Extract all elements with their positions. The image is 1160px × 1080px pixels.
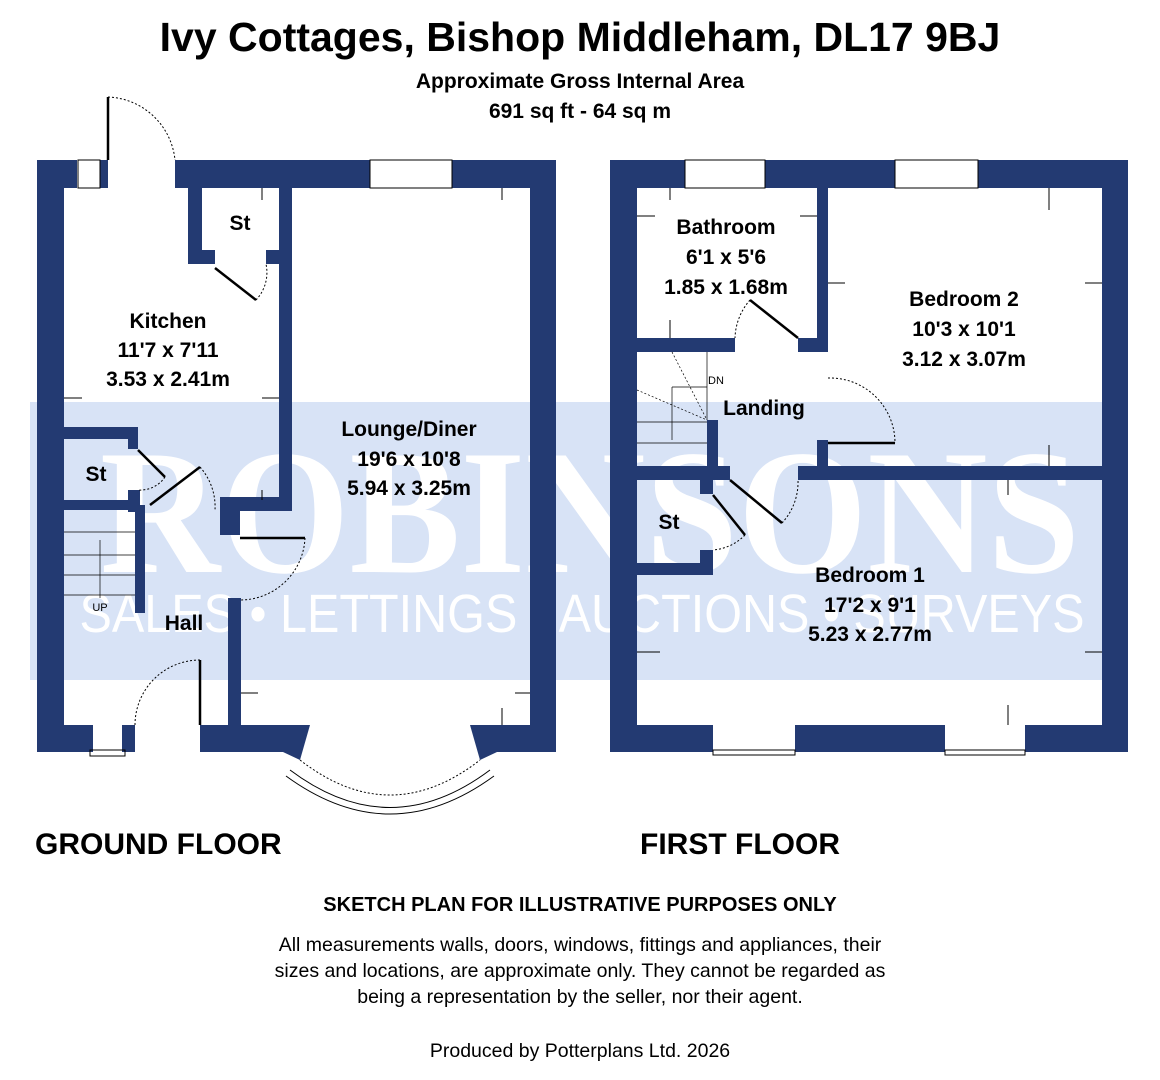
svg-text:Bedroom 2: Bedroom 2 xyxy=(909,288,1019,311)
svg-text:1.85 x 1.68m: 1.85 x 1.68m xyxy=(664,276,788,299)
room-hall: Hall xyxy=(165,612,204,635)
room-store: St xyxy=(86,463,107,486)
watermark-tagline: SALES • LETTINGS • AUCTIONS • SURVEYS xyxy=(80,584,1085,644)
stairs-up-label: UP xyxy=(92,602,107,614)
room-bedroom-2: Bedroom 2 10'3 x 10'1 3.12 x 3.07m xyxy=(902,288,1026,371)
area-label: Approximate Gross Internal Area xyxy=(415,70,745,93)
svg-text:10'3 x 10'1: 10'3 x 10'1 xyxy=(912,318,1016,341)
first-floor-walls xyxy=(610,160,1128,752)
svg-text:5.23 x 2.77m: 5.23 x 2.77m xyxy=(808,623,932,646)
disclaimer-line: sizes and locations, are approximate onl… xyxy=(274,960,886,982)
disclaimer-heading: SKETCH PLAN FOR ILLUSTRATIVE PURPOSES ON… xyxy=(323,894,837,916)
svg-text:3.12 x 3.07m: 3.12 x 3.07m xyxy=(902,348,1026,371)
property-title: Ivy Cottages, Bishop Middleham, DL17 9BJ xyxy=(159,14,1001,60)
ground-floor-fixtures xyxy=(64,96,530,815)
room-store: St xyxy=(230,212,251,235)
svg-text:6'1 x 5'6: 6'1 x 5'6 xyxy=(686,246,766,269)
produced-by: Produced by Potterplans Ltd. 2026 xyxy=(429,1040,731,1062)
svg-text:11'7 x 7'11: 11'7 x 7'11 xyxy=(117,339,218,362)
svg-text:Kitchen: Kitchen xyxy=(129,310,206,333)
area-value: 691 sq ft - 64 sq m xyxy=(488,100,672,123)
watermark-band xyxy=(30,402,1110,680)
watermark-brand: ROBINSONS xyxy=(100,413,1080,611)
svg-text:Bathroom: Bathroom xyxy=(676,216,775,239)
stairs-down-label: DN xyxy=(708,375,724,387)
room-lounge-diner: Lounge/Diner 19'6 x 10'8 5.94 x 3.25m xyxy=(341,418,476,500)
svg-text:17'2 x 9'1: 17'2 x 9'1 xyxy=(824,594,916,617)
svg-text:Lounge/Diner: Lounge/Diner xyxy=(341,418,476,441)
svg-text:19'6 x 10'8: 19'6 x 10'8 xyxy=(357,448,461,471)
svg-text:3.53 x 2.41m: 3.53 x 2.41m xyxy=(106,368,230,391)
ground-floor-walls xyxy=(37,160,556,760)
svg-text:5.94 x 3.25m: 5.94 x 3.25m xyxy=(347,477,471,500)
disclaimer-line: All measurements walls, doors, windows, … xyxy=(278,934,882,956)
disclaimer-line: being a representation by the seller, no… xyxy=(357,986,803,1008)
ground-floor-label: GROUND FLOOR xyxy=(35,828,282,861)
room-bathroom: Bathroom 6'1 x 5'6 1.85 x 1.68m xyxy=(664,216,788,299)
room-store: St xyxy=(659,511,680,534)
svg-text:Bedroom 1: Bedroom 1 xyxy=(815,564,925,587)
room-kitchen: Kitchen 11'7 x 7'11 3.53 x 2.41m xyxy=(106,310,230,391)
room-bedroom-1: Bedroom 1 17'2 x 9'1 5.23 x 2.77m xyxy=(808,564,932,646)
first-floor-label: FIRST FLOOR xyxy=(640,828,840,861)
room-landing: Landing xyxy=(723,397,805,420)
first-floor-fixtures xyxy=(636,159,1102,756)
